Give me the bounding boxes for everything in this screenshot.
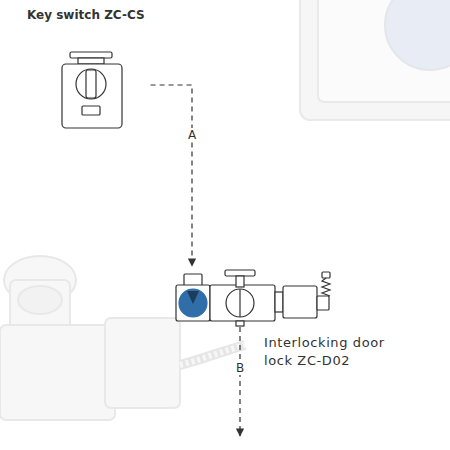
node-title: Key switch ZC-CS [27, 6, 148, 24]
key-switch-icon [62, 52, 122, 128]
door-lock-icon [176, 270, 330, 326]
signal-label: B [234, 361, 246, 375]
node-title: Interlocking door lock ZC-D02 [264, 334, 394, 370]
key-switch-node: Key switch ZC-CS [24, 6, 151, 130]
faded-lock [0, 256, 245, 420]
signal-line [151, 85, 192, 266]
faded-device [300, 0, 450, 120]
signal-label: A [186, 128, 198, 142]
signal-line [239, 327, 240, 436]
door-lock-node: Interlocking door lock ZC-D02 [172, 266, 400, 370]
